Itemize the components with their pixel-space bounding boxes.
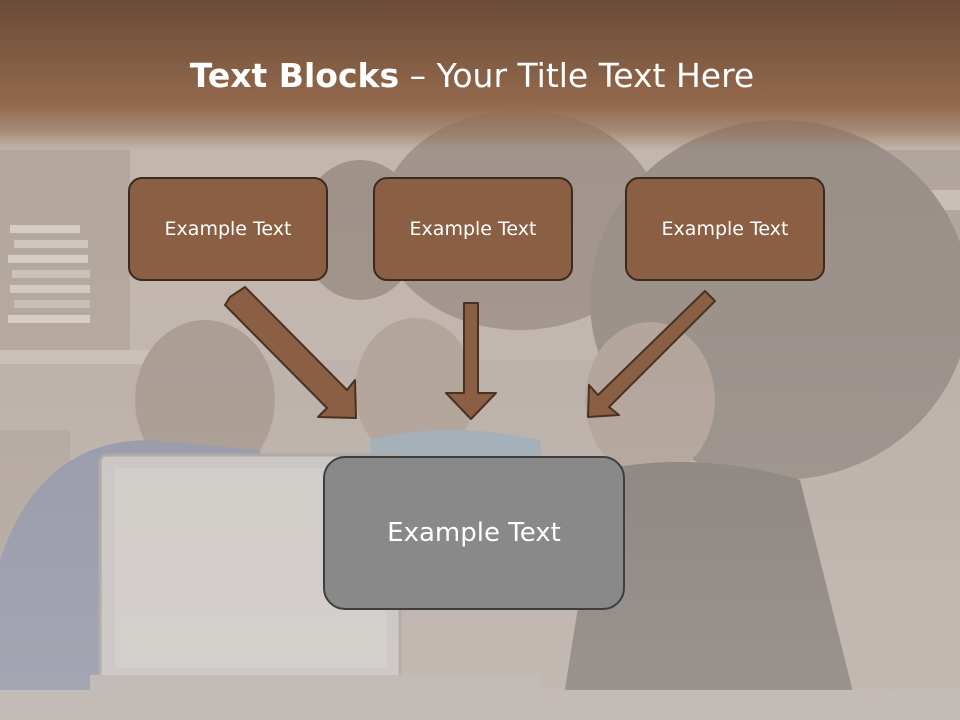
text-block-1-label: Example Text: [164, 218, 292, 240]
text-block-3-label: Example Text: [661, 218, 789, 240]
arrow-right[interactable]: [587, 290, 716, 418]
arrow-center[interactable]: [445, 302, 497, 420]
title-rest: Your Title Text Here: [436, 56, 755, 95]
text-block-2[interactable]: Example Text: [373, 177, 573, 281]
title-band: [0, 0, 960, 150]
text-block-2-label: Example Text: [409, 218, 537, 240]
title-bold: Text Blocks: [189, 56, 400, 95]
arrow-left[interactable]: [224, 286, 357, 419]
main-text-block[interactable]: Example Text: [323, 456, 625, 610]
slide-title[interactable]: Text Blocks – Your Title Text Here: [0, 54, 944, 98]
text-block-1[interactable]: Example Text: [128, 177, 328, 281]
main-text-block-label: Example Text: [387, 518, 561, 548]
title-dash: –: [399, 56, 437, 95]
text-block-3[interactable]: Example Text: [625, 177, 825, 281]
